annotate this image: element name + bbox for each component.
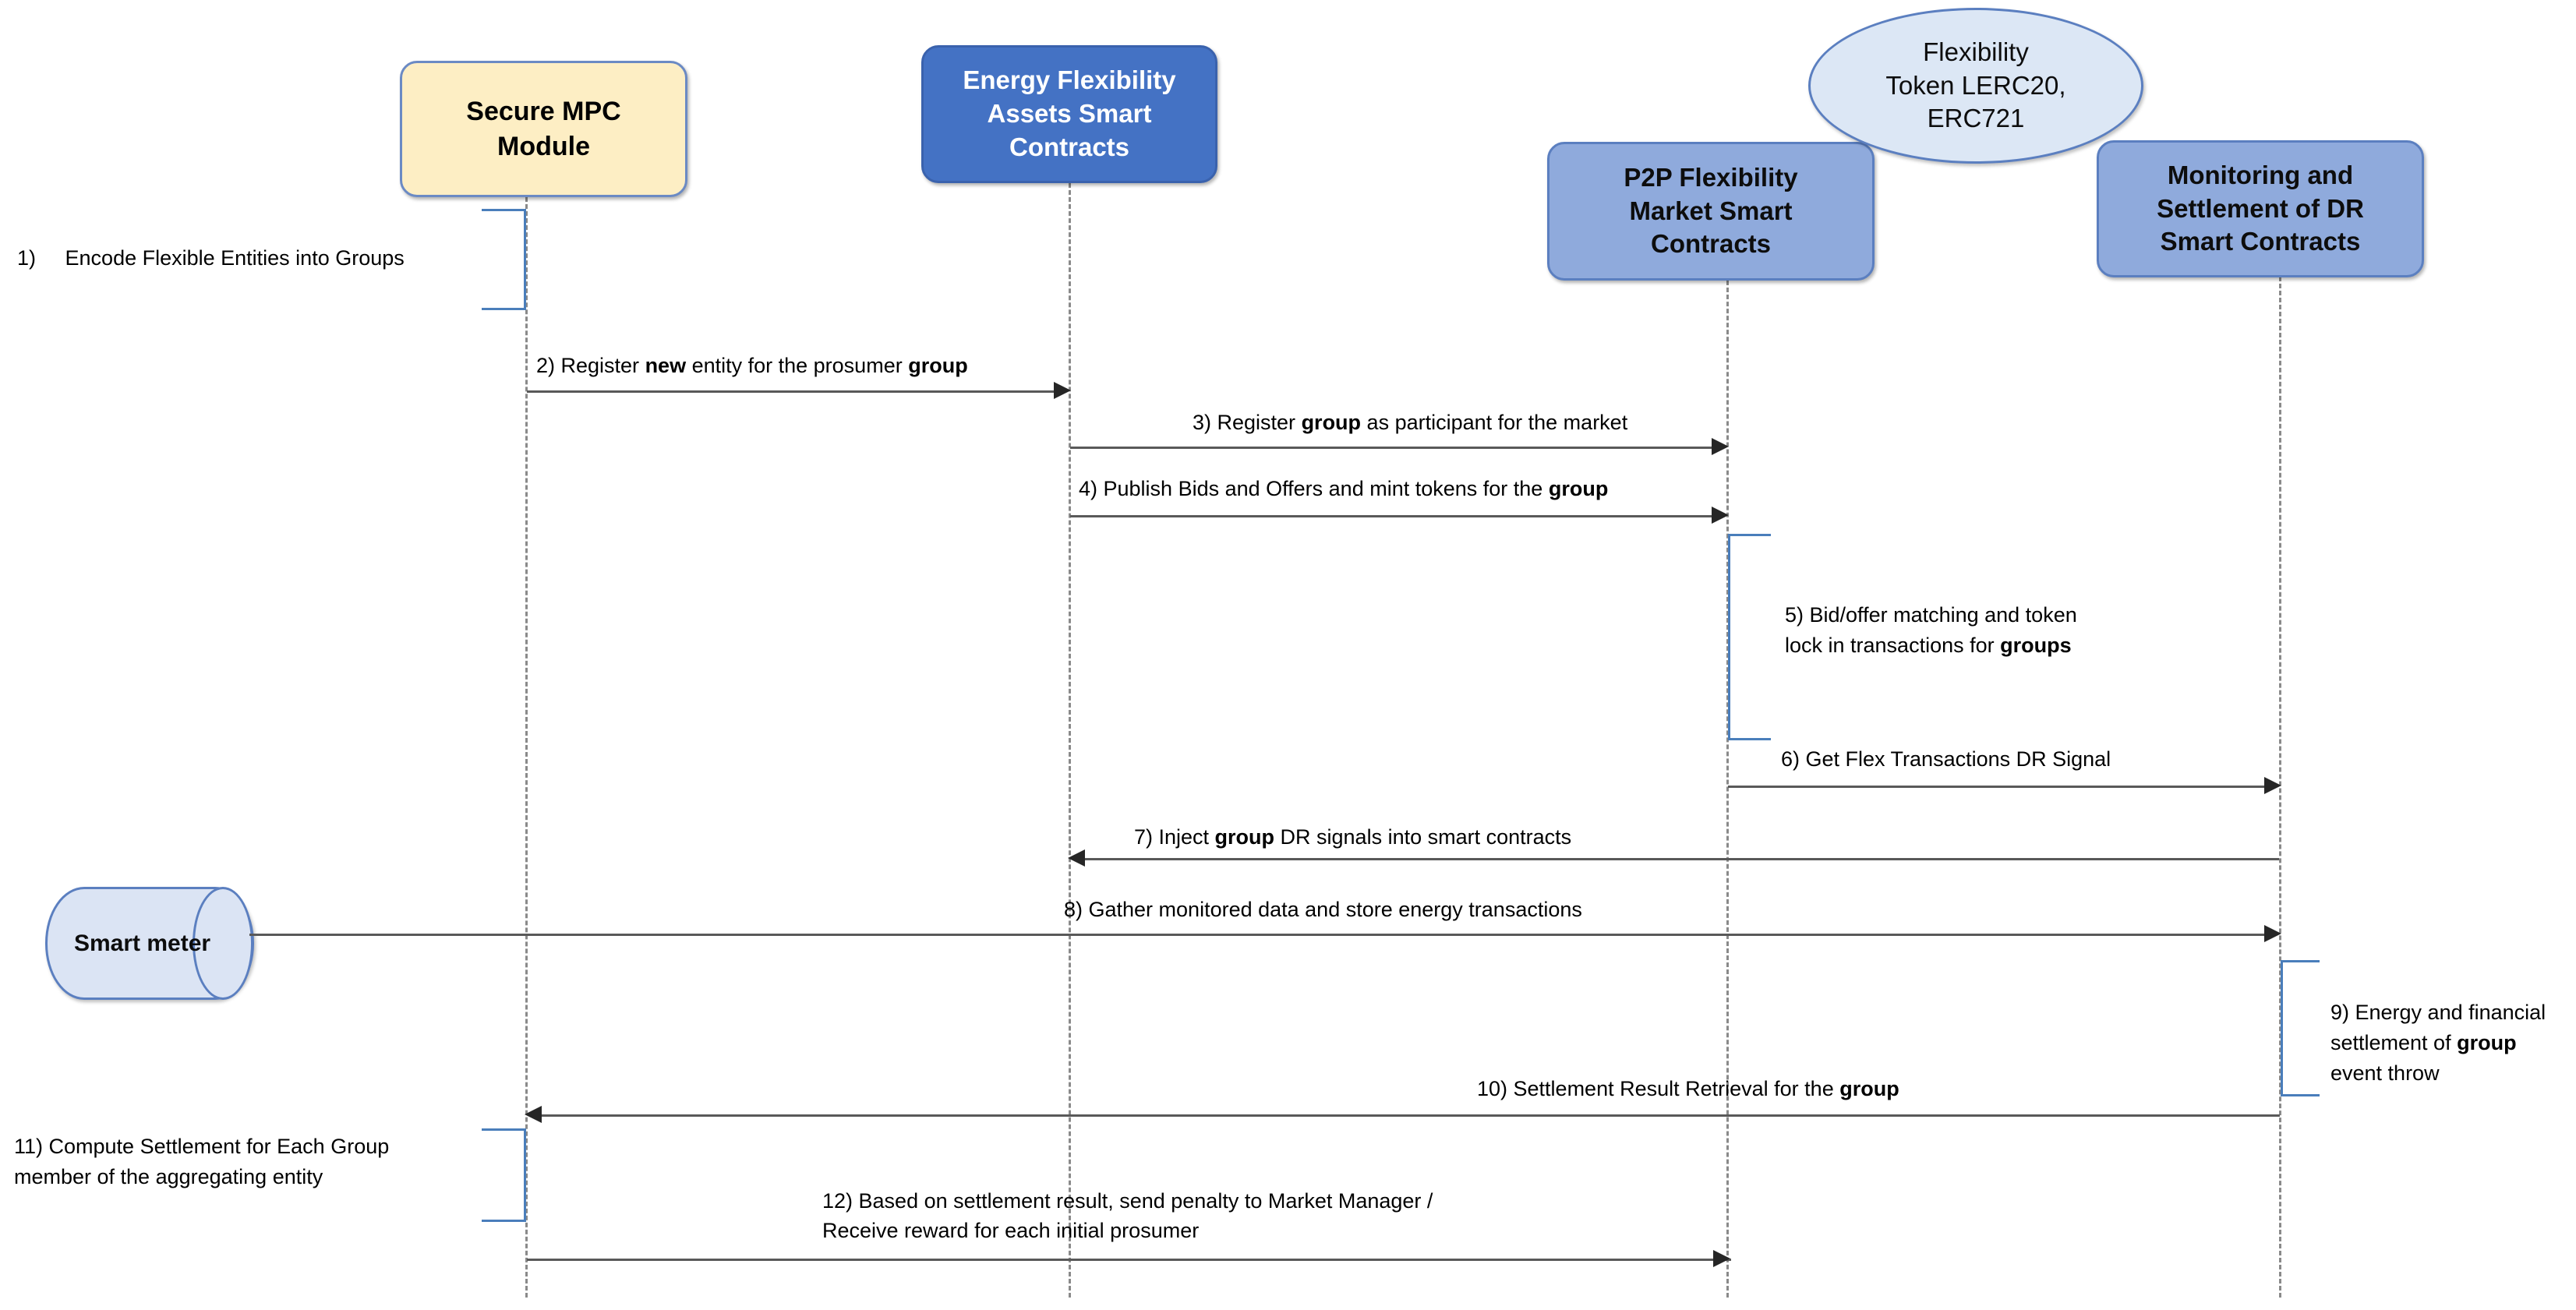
message-label-8: 8) Gather monitored data and store energ… xyxy=(1064,895,1582,924)
message-label-7: 7) Inject group DR signals into smart co… xyxy=(1134,825,1572,849)
smart-meter-cylinder[interactable]: Smart meter xyxy=(45,887,254,1000)
self-call-bracket-11 xyxy=(482,1128,526,1222)
message-arrowhead-6 xyxy=(2264,777,2281,794)
participant-label-line: P2P Flexibility xyxy=(1624,162,1798,192)
message-label-6: 6) Get Flex Transactions DR Signal xyxy=(1781,744,2111,774)
participant-label-line: Monitoring and xyxy=(2167,160,2354,189)
message-text-1: Encode Flexible Entities into Groups xyxy=(65,246,405,270)
message-arrowhead-10 xyxy=(525,1106,542,1123)
message-label-4: 4) Publish Bids and Offers and mint toke… xyxy=(1079,477,1609,500)
message-label-9: 9) Energy and financial settlement of gr… xyxy=(2330,998,2546,1089)
participant-secure-mpc-module[interactable]: Secure MPC Module xyxy=(400,61,687,197)
participant-label-line: Smart Contracts xyxy=(2160,227,2361,256)
message-line-9b: settlement of group xyxy=(2330,1031,2517,1055)
message-num-1: 1) xyxy=(17,246,37,270)
message-label-3: 3) Register group as participant for the… xyxy=(1193,411,1628,434)
participant-label-line: Settlement of DR xyxy=(2157,193,2364,223)
token-bubble-line: ERC721 xyxy=(1927,104,2025,133)
message-line-5b: lock in transactions for groups xyxy=(1785,634,2072,658)
message-line-11a: 11) Compute Settlement for Each Group xyxy=(14,1135,390,1158)
message-label-5: 5) Bid/offer matching and token lock in … xyxy=(1785,600,2077,661)
flexibility-token-bubble[interactable]: Flexibility Token LERC20, ERC721 xyxy=(1808,8,2143,164)
message-arrowhead-2 xyxy=(1054,382,1071,399)
message-line-4 xyxy=(1070,515,1713,517)
participant-label-line: Contracts xyxy=(1650,229,1772,259)
message-line-5a: 5) Bid/offer matching and token xyxy=(1785,603,2077,627)
token-bubble-line: Flexibility xyxy=(1923,37,2029,66)
participant-label-line: Contracts xyxy=(1009,132,1130,161)
message-arrowhead-3 xyxy=(1712,438,1729,455)
participant-label-line: Secure MPC xyxy=(466,97,621,127)
message-line-3 xyxy=(1070,447,1713,449)
message-arrowhead-4 xyxy=(1712,507,1729,524)
token-bubble-line: Token LERC20, xyxy=(1885,70,2066,100)
message-arrowhead-12 xyxy=(1713,1250,1730,1267)
self-call-bracket-9 xyxy=(2281,960,2320,1096)
message-label-1: 1) Encode Flexible Entities into Groups xyxy=(17,243,405,274)
cylinder-cap xyxy=(193,887,253,1000)
message-line-7 xyxy=(1084,858,2279,860)
participant-energy-flexibility-assets[interactable]: Energy Flexibility Assets Smart Contract… xyxy=(921,45,1217,183)
message-line-11b: member of the aggregating entity xyxy=(14,1165,323,1189)
lifeline-secure-mpc-module xyxy=(525,197,528,1298)
lifeline-p2p-flex-market xyxy=(1726,281,1729,1298)
message-label-2: 2) Register new entity for the prosumer … xyxy=(536,354,968,377)
message-line-9a: 9) Energy and financial xyxy=(2330,1001,2546,1024)
participant-label-line: Market Smart xyxy=(1629,196,1793,225)
message-line-2 xyxy=(527,390,1055,393)
message-line-8 xyxy=(249,934,2266,936)
message-line-12a: 12) Based on settlement result, send pen… xyxy=(822,1189,1433,1213)
message-line-12b: Receive reward for each initial prosumer xyxy=(822,1219,1200,1243)
self-call-bracket-1 xyxy=(482,209,526,310)
smart-meter-label: Smart meter xyxy=(74,930,211,956)
participant-label-line: Module xyxy=(497,131,590,161)
message-line-6 xyxy=(1728,786,2266,788)
participant-label-line: Energy Flexibility xyxy=(963,65,1176,95)
message-text-8: 8) Gather monitored data and store energ… xyxy=(1064,898,1582,921)
message-label-12: 12) Based on settlement result, send pen… xyxy=(822,1186,1433,1246)
message-label-10: 10) Settlement Result Retrieval for the … xyxy=(1477,1077,1899,1100)
participant-p2p-flexibility-market[interactable]: P2P Flexibility Market Smart Contracts xyxy=(1547,142,1875,281)
message-line-12 xyxy=(527,1259,1731,1261)
message-line-10 xyxy=(542,1114,2280,1117)
message-arrowhead-7 xyxy=(1068,849,1085,867)
self-call-bracket-5 xyxy=(1728,534,1771,740)
message-arrowhead-8 xyxy=(2264,925,2281,942)
lifeline-energy-flex-assets xyxy=(1069,183,1071,1298)
participant-monitoring-settlement-dr[interactable]: Monitoring and Settlement of DR Smart Co… xyxy=(2097,140,2424,277)
message-label-11: 11) Compute Settlement for Each Group me… xyxy=(14,1132,389,1192)
message-line-9c: event throw xyxy=(2330,1061,2440,1086)
participant-label-line: Assets Smart xyxy=(987,99,1152,129)
message-text-6: 6) Get Flex Transactions DR Signal xyxy=(1781,747,2111,771)
